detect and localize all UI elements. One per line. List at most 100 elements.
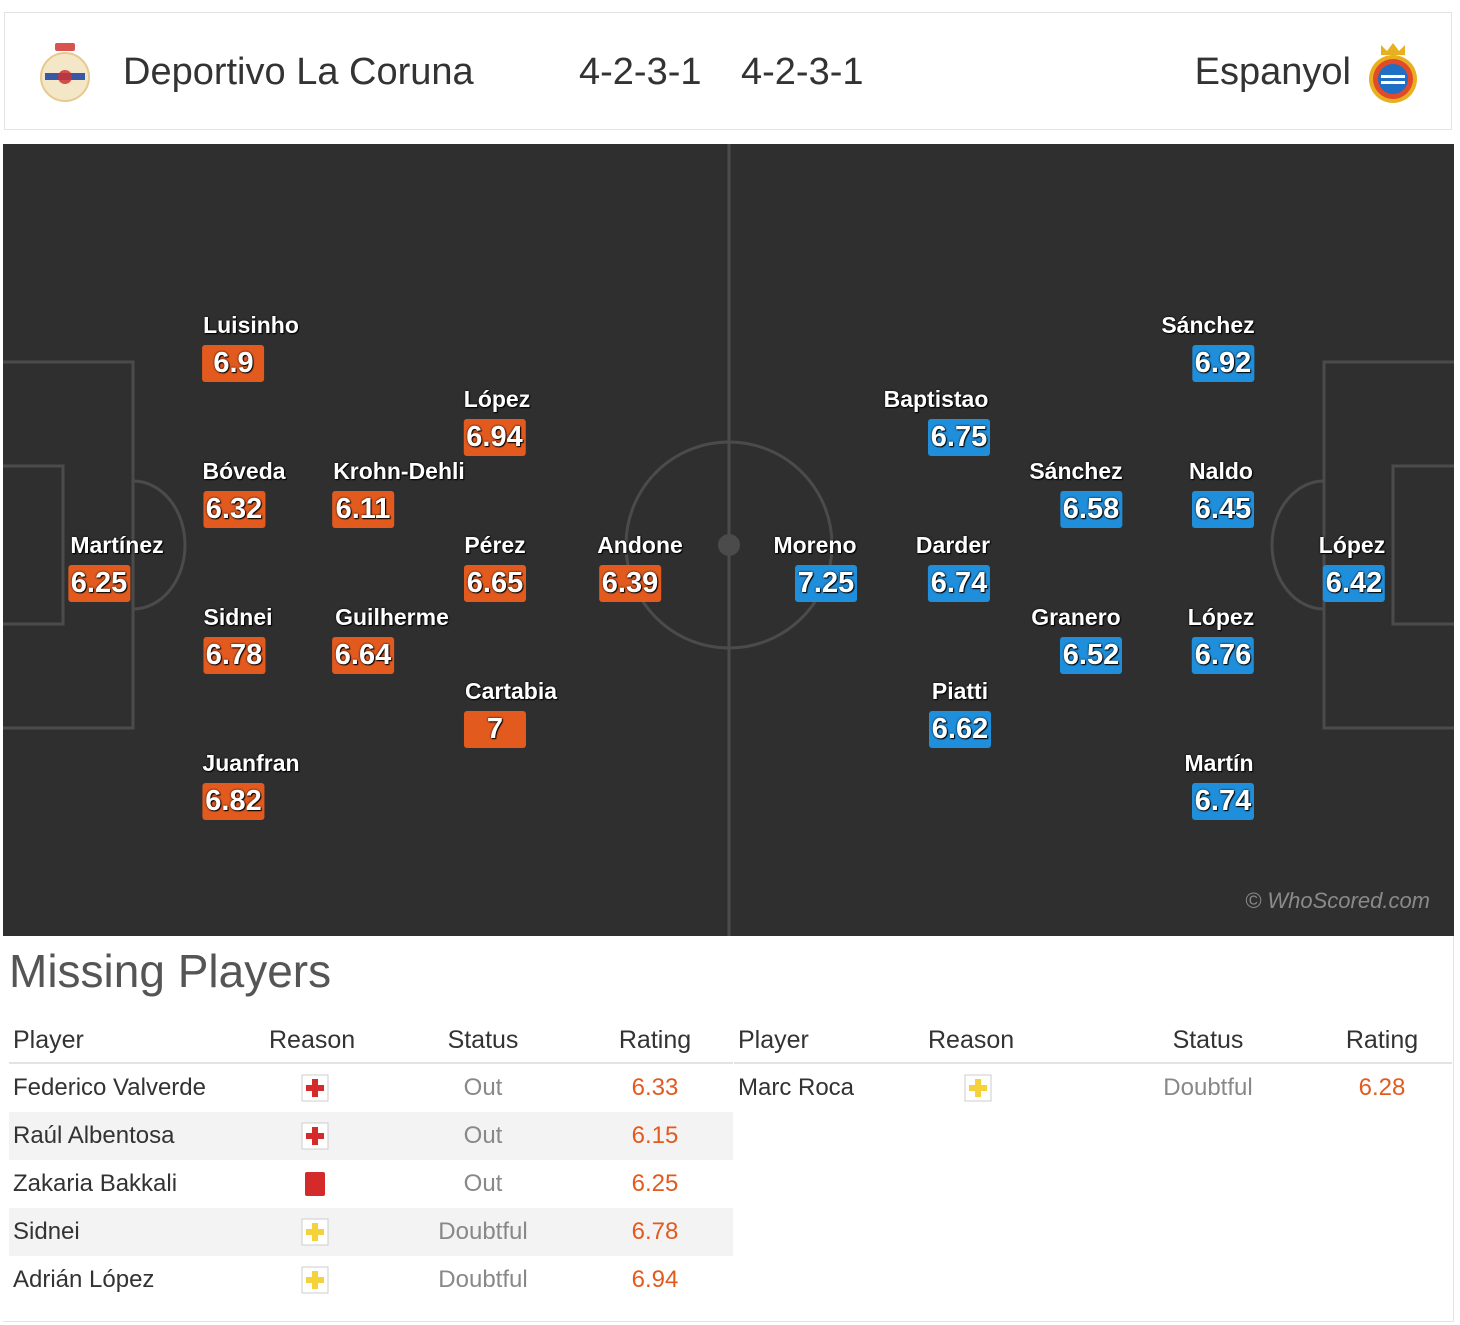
pitch: Luisinho 6.9 López 6.94 Bóveda 6.32 Kroh… (3, 144, 1454, 936)
home-player[interactable]: Guilherme 6.64 (331, 604, 449, 674)
player-name: Sánchez (1029, 458, 1123, 484)
home-player[interactable]: Sidnei 6.78 (202, 604, 273, 674)
player-rating: 6.74 (928, 565, 990, 602)
player-name[interactable]: Adrián López (13, 1266, 155, 1293)
table-row[interactable]: Sidnei Doubtful 6.78 (9, 1208, 733, 1256)
player-name: Andone (597, 532, 683, 558)
status-text: Doubtful (389, 1208, 573, 1256)
player-rating: 6.65 (464, 565, 526, 602)
player-name: Martínez (70, 532, 164, 558)
rating-value: 6.15 (573, 1112, 733, 1160)
player-rating: 6.64 (331, 637, 394, 674)
player-name: Martín (1184, 750, 1254, 776)
status-text: Doubtful (438, 1266, 528, 1293)
home-player[interactable]: Krohn-Dehli 6.11 (331, 458, 465, 528)
reason-cell (265, 1063, 389, 1112)
player-rating: 6.52 (1060, 637, 1122, 674)
player-rating: 6.45 (1192, 491, 1254, 528)
home-team-name[interactable]: Deportivo La Coruna (123, 51, 474, 93)
away-team-name[interactable]: Espanyol (1194, 51, 1351, 93)
player-name: Naldo (1189, 458, 1253, 484)
player-name[interactable]: Sidnei (9, 1208, 265, 1256)
player-name: Luisinho (203, 312, 299, 338)
player-name: Piatti (931, 678, 989, 704)
home-player[interactable]: Luisinho 6.9 (202, 312, 299, 382)
reason-cell (265, 1256, 389, 1304)
home-player[interactable]: Cartabia 7 (463, 678, 558, 748)
doubtful-icon (301, 1266, 329, 1294)
player-name: Moreno (773, 532, 857, 558)
player-name[interactable]: Federico Valverde (13, 1074, 206, 1101)
table-row[interactable]: Raúl Albentosa Out 6.15 (9, 1112, 733, 1160)
player-rating: 6.9 (202, 345, 265, 382)
column-header-reason[interactable]: Reason (924, 1018, 1104, 1064)
status-text: Doubtful (1163, 1074, 1253, 1101)
away-player[interactable]: Piatti 6.62 (929, 678, 991, 748)
home-player[interactable]: Pérez 6.65 (464, 532, 526, 602)
player-name: López (1318, 532, 1386, 558)
column-header-player[interactable]: Player (9, 1018, 265, 1064)
player-rating: 6.25 (67, 565, 130, 602)
player-rating: 6.75 (928, 419, 990, 456)
player-name: Pérez (464, 532, 526, 558)
table-row[interactable]: Federico Valverde Out 6.33 (9, 1063, 733, 1112)
player-rating: 6.58 (1059, 491, 1122, 528)
pitch-markings (3, 144, 1454, 936)
column-header-rating[interactable]: Rating (1308, 1018, 1452, 1064)
column-header-rating[interactable]: Rating (573, 1018, 733, 1064)
red-card-icon (305, 1172, 325, 1197)
player-name: Cartabia (464, 678, 558, 704)
home-player[interactable]: Martínez 6.25 (67, 532, 164, 602)
table-row[interactable]: Zakaria Bakkali Out 6.25 (9, 1160, 733, 1208)
away-player[interactable]: Baptistao 6.75 (882, 386, 990, 456)
column-header-status[interactable]: Status (1104, 1018, 1308, 1064)
player-rating: 6.39 (598, 565, 661, 602)
away-formation: 4-2-3-1 (741, 51, 864, 93)
player-rating: 6.76 (1191, 637, 1254, 674)
player-name[interactable]: Zakaria Bakkali (13, 1170, 178, 1197)
home-player[interactable]: Juanfran 6.82 (202, 750, 300, 820)
away-player[interactable]: Sánchez 6.58 (1029, 458, 1123, 528)
away-player[interactable]: Darder 6.74 (916, 532, 990, 602)
home-player[interactable]: Andone 6.39 (597, 532, 683, 602)
away-player[interactable]: Naldo 6.45 (1188, 458, 1254, 528)
reason-cell (265, 1112, 389, 1160)
espanyol-crest-icon (1369, 43, 1417, 103)
away-player[interactable]: Granero 6.52 (1030, 604, 1122, 674)
deportivo-crest-icon (40, 43, 90, 102)
reason-cell (265, 1208, 389, 1256)
table-row[interactable]: Marc Roca Doubtful 6.28 (734, 1063, 1452, 1112)
missing-players-section: Missing Players Player Reason Status Rat… (3, 936, 1454, 1322)
missing-players-title: Missing Players (9, 945, 332, 997)
injury-icon (301, 1122, 329, 1150)
status-text: Out (389, 1112, 573, 1160)
column-header-reason[interactable]: Reason (265, 1018, 389, 1064)
column-header-status[interactable]: Status (389, 1018, 573, 1064)
column-header-player[interactable]: Player (734, 1018, 924, 1064)
away-player[interactable]: Martín 6.74 (1184, 750, 1254, 820)
table-row[interactable]: Adrián López Doubtful 6.94 (9, 1256, 733, 1304)
player-rating: 6.94 (463, 419, 526, 456)
away-player[interactable]: López 6.76 (1188, 604, 1254, 674)
player-name[interactable]: Marc Roca (738, 1074, 855, 1101)
away-player[interactable]: Moreno 7.25 (773, 532, 857, 602)
doubtful-icon (964, 1074, 992, 1102)
away-player[interactable]: López 6.42 (1319, 532, 1385, 602)
rating-value: 6.33 (631, 1074, 679, 1101)
doubtful-icon (301, 1218, 329, 1246)
player-name[interactable]: Raúl Albentosa (9, 1112, 265, 1160)
player-rating: 6.78 (202, 637, 265, 674)
player-name: Baptistao (883, 386, 989, 412)
player-rating: 7.25 (795, 565, 857, 602)
player-name: Granero (1031, 604, 1121, 630)
player-name: Sánchez (1161, 312, 1255, 338)
watermark: © WhoScored.com (1245, 888, 1430, 913)
home-player[interactable]: López 6.94 (463, 386, 530, 456)
rating-value: 6.94 (631, 1266, 679, 1293)
home-missing-table: Player Reason Status Rating Federico Val… (9, 1018, 733, 1304)
status-text: Out (463, 1170, 503, 1197)
rating-value: 6.28 (1358, 1074, 1406, 1101)
home-player[interactable]: Bóveda 6.32 (202, 458, 286, 528)
away-player[interactable]: Sánchez 6.92 (1161, 312, 1255, 382)
rating-value: 6.25 (631, 1170, 679, 1197)
